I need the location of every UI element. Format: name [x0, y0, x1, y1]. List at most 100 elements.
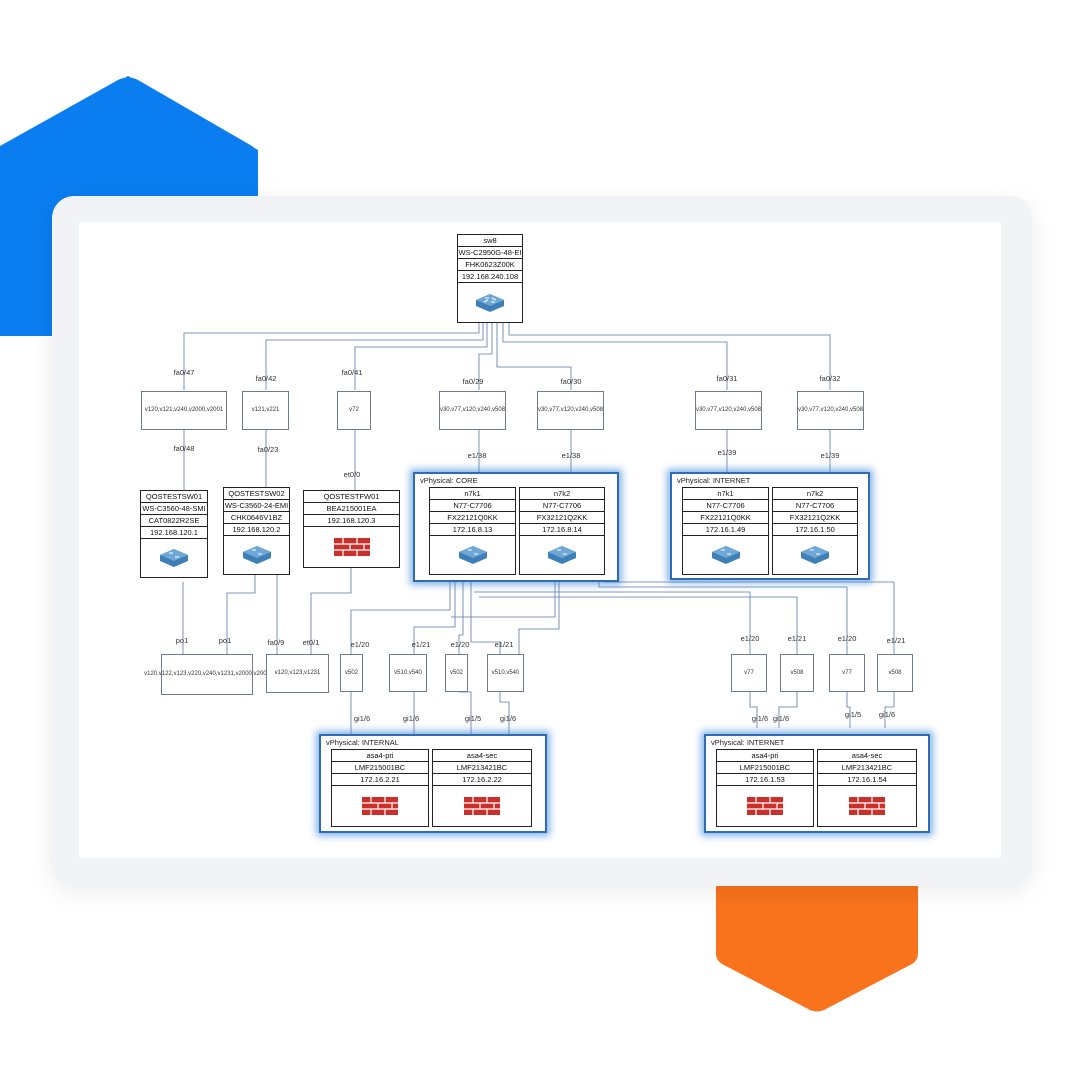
vlan-box[interactable]: v72 — [337, 391, 371, 430]
port-label: e1/20 — [740, 634, 760, 643]
device-n7k2[interactable]: n7k2 N77-C7706 FX32121Q2KK 172.16.1.50 — [772, 487, 858, 575]
device-serial: LMF215001BC — [332, 762, 428, 774]
device-n7k1[interactable]: n7k1 N77-C7706 FX22121Q0KK 172.16.8.13 — [429, 487, 516, 575]
port-label: e1/20 — [450, 640, 470, 649]
port-label: gi1/6 — [772, 714, 790, 723]
port-label: gi1/5 — [844, 710, 862, 719]
port-label: e1/38 — [467, 451, 487, 460]
device-ip: 172.16.1.49 — [683, 524, 768, 536]
switch-icon — [711, 546, 740, 564]
port-label: et0/0 — [343, 470, 361, 479]
device-serial: CAT0822R2SE — [141, 515, 207, 527]
device-name: n7k1 — [683, 488, 768, 500]
port-label: e1/20 — [837, 634, 857, 643]
device-serial: FX22121Q0KK — [430, 512, 515, 524]
device-n7k2[interactable]: n7k2 N77-C7706 FX32121Q2KK 172.16.8.14 — [519, 487, 605, 575]
port-label: fa0/32 — [819, 374, 841, 383]
vlan-box[interactable]: v30,v77,v120,v240,v508 — [695, 391, 762, 430]
device-model: N77-C7706 — [773, 500, 857, 512]
vlan-box[interactable]: v120,v121,v240,v2000,v2001 — [141, 391, 227, 430]
network-diagram: sw8 WS-C2950G-48-EI FHK0623Z00K 192.168.… — [79, 222, 1001, 858]
port-label: et0/1 — [302, 638, 320, 647]
port-label: fa0/30 — [560, 377, 582, 386]
device-asa4-sec[interactable]: asa4-sec LMF213421BC 172.16.2.22 — [432, 749, 532, 827]
port-label: gi1/6 — [353, 714, 371, 723]
device-serial: FX22121Q0KK — [683, 512, 768, 524]
device-serial: FX32121Q2KK — [773, 512, 857, 524]
switch-icon — [458, 546, 487, 564]
device-serial: CHK0646V1BZ — [224, 512, 289, 524]
switch-icon — [548, 546, 576, 564]
vlan-box[interactable]: v30,v77,v120,v240,v508 — [797, 391, 864, 430]
device-n7k1[interactable]: n7k1 N77-C7706 FX22121Q0KK 172.16.1.49 — [682, 487, 769, 575]
port-label: e1/39 — [820, 451, 840, 460]
firewall-icon — [362, 797, 398, 815]
group-vphysical-core[interactable]: vPhysical: CORE n7k1 N77-C7706 FX22121Q0… — [413, 472, 619, 582]
vlan-box[interactable]: v120,v122,v123,v220,v240,v1231,v2000,v20… — [144, 654, 270, 695]
vlan-box[interactable]: v30,v77,v120,v240,v508 — [439, 391, 506, 430]
device-ip: 172.16.1.53 — [717, 774, 813, 786]
vlan-box[interactable]: v77 — [829, 654, 865, 692]
device-asa4-pri[interactable]: asa4-pri LMF215001BC 172.16.1.53 — [716, 749, 814, 827]
vlan-box[interactable]: v510,v540 — [389, 654, 427, 692]
device-qostestfw01[interactable]: QOSTESTFW01 BEA215001EA 192.168.120.3 — [303, 490, 400, 568]
port-label: e1/21 — [787, 634, 807, 643]
device-name: n7k2 — [773, 488, 857, 500]
vlan-box[interactable]: v120,v123,v1231 — [266, 654, 329, 693]
port-label: po1 — [218, 636, 232, 645]
switch-icon — [476, 293, 504, 312]
device-serial: LMF215001BC — [717, 762, 813, 774]
vlan-box[interactable]: v502 — [445, 654, 468, 692]
device-model: N77-C7706 — [430, 500, 515, 512]
port-label: e1/21 — [411, 640, 431, 649]
port-label: e1/21 — [886, 636, 906, 645]
port-label: e1/21 — [494, 640, 514, 649]
device-model: WS-C3560-24-EMI — [224, 501, 289, 512]
vlan-box[interactable]: v508 — [877, 654, 913, 692]
device-name: QOSTESTFW01 — [304, 491, 399, 503]
port-label: e1/39 — [717, 448, 737, 457]
port-label: gi1/6 — [402, 714, 420, 723]
port-label: fa0/42 — [255, 374, 277, 383]
port-label: e1/20 — [350, 640, 370, 649]
device-name: QOSTESTSW01 — [141, 491, 207, 503]
device-qostestsw01[interactable]: QOSTESTSW01 WS-C3560-48-SMI CAT0822R2SE … — [140, 490, 208, 578]
vlan-box[interactable]: v502 — [340, 654, 363, 692]
switch-icon — [801, 546, 829, 564]
vlan-box[interactable]: v508 — [780, 654, 814, 692]
device-ip: 192.168.120.3 — [304, 515, 399, 527]
device-name: n7k2 — [520, 488, 604, 500]
link-lines — [182, 322, 895, 749]
group-title: vPhysical: CORE — [420, 476, 478, 485]
firewall-icon — [464, 797, 500, 815]
group-title: vPhysical: INTERNET — [711, 738, 785, 747]
device-serial: LMF213421BC — [433, 762, 531, 774]
device-model: N77-C7706 — [683, 500, 768, 512]
vlan-box[interactable]: v510,v540 — [487, 654, 524, 692]
device-ip: 192.168.120.1 — [141, 527, 207, 539]
group-vphysical-internet-firewalls[interactable]: vPhysical: INTERNET asa4-pri LMF215001BC… — [704, 734, 930, 833]
switch-icon — [242, 546, 271, 564]
device-asa4-sec[interactable]: asa4-sec LMF213421BC 172.16.1.54 — [817, 749, 917, 827]
vlan-box[interactable]: v121,v221 — [242, 391, 289, 430]
device-asa4-pri[interactable]: asa4-pri LMF215001BC 172.16.2.21 — [331, 749, 429, 827]
vlan-box[interactable]: v30,v77,v120,v240,v508 — [537, 391, 604, 430]
device-ip: 172.16.1.54 — [818, 774, 916, 786]
vlan-box[interactable]: v77 — [731, 654, 767, 692]
group-vphysical-internal[interactable]: vPhysical: INTERNAL asa4-pri LMF215001BC… — [319, 734, 547, 833]
device-serial: FX32121Q2KK — [520, 512, 604, 524]
device-ip: 172.16.8.13 — [430, 524, 515, 536]
device-qostestsw02[interactable]: QOSTESTSW02 WS-C3560-24-EMI CHK0646V1BZ … — [223, 487, 290, 575]
device-serial: BEA215001EA — [304, 503, 399, 515]
group-vphysical-internet-switches[interactable]: vPhysical: INTERNET n7k1 N77-C7706 FX221… — [670, 472, 870, 580]
port-label: gi1/6 — [878, 710, 896, 719]
device-name: n7k1 — [430, 488, 515, 500]
device-serial: FHK0623Z00K — [458, 259, 522, 271]
device-ip: 192.168.120.2 — [224, 524, 289, 536]
root-switch-sw8[interactable]: sw8 WS-C2950G-48-EI FHK0623Z00K 192.168.… — [457, 234, 523, 323]
switch-icon — [160, 549, 188, 567]
port-label: e1/38 — [561, 451, 581, 460]
port-label: gi1/5 — [464, 714, 482, 723]
port-label: po1 — [175, 636, 189, 645]
port-label: fa0/41 — [341, 368, 363, 377]
